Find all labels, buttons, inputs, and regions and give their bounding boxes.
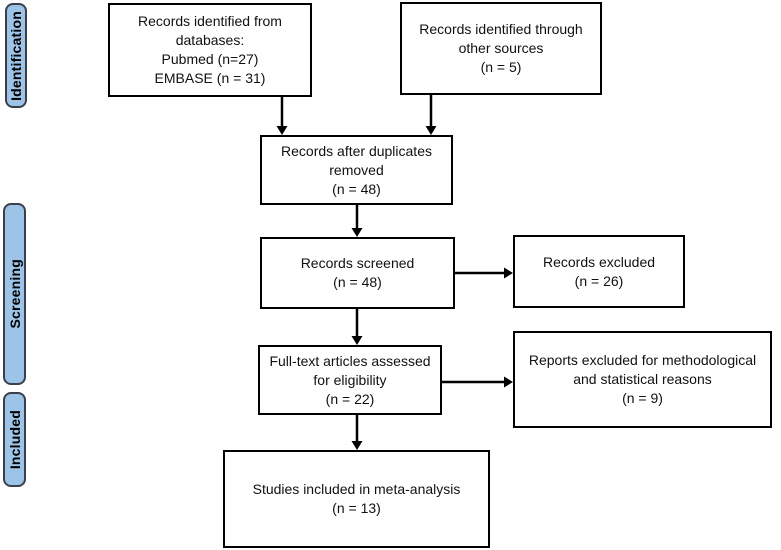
box-text: Reports excluded for methodological and …: [528, 352, 757, 406]
arrowhead-down-icon: [351, 441, 363, 450]
box-text: Records after duplicates removed (n = 48…: [281, 142, 432, 197]
arrowhead-right-icon: [504, 376, 513, 388]
stage-label-identification: Identification: [5, 3, 27, 108]
box-text: Studies included in meta-analysis (n = 1…: [252, 481, 461, 516]
box-text: Full-text articles assessed for eligibil…: [269, 352, 431, 407]
box-records-excluded: Records excluded (n = 26): [513, 235, 685, 308]
stage-label-text: Included: [6, 409, 23, 470]
box-text: Records identified from databases: Pubme…: [138, 13, 282, 86]
arrowhead-right-icon: [504, 267, 513, 279]
box-text: Records excluded (n = 26): [542, 253, 656, 289]
box-records-identified-databases: Records identified from databases: Pubme…: [108, 3, 312, 97]
stage-label-included: Included: [3, 392, 26, 487]
box-records-after-duplicates-removed: Records after duplicates removed (n = 48…: [260, 135, 453, 205]
box-studies-included-meta-analysis: Studies included in meta-analysis (n = 1…: [223, 450, 490, 548]
arrowhead-down-icon: [351, 336, 363, 345]
box-reports-excluded: Reports excluded for methodological and …: [513, 331, 772, 428]
box-text: Records identified through other sources…: [419, 21, 583, 75]
box-text: Records screened (n = 48): [300, 255, 415, 290]
arrowhead-down-icon: [425, 126, 437, 135]
arrowhead-down-icon: [276, 126, 288, 135]
box-fulltext-articles-assessed: Full-text articles assessed for eligibil…: [258, 345, 442, 415]
stage-label-text: Screening: [6, 259, 23, 329]
arrowhead-down-icon: [351, 228, 363, 237]
box-records-identified-other-sources: Records identified through other sources…: [400, 2, 602, 95]
stage-label-text: Identification: [8, 10, 24, 101]
stage-label-screening: Screening: [3, 203, 26, 385]
box-records-screened: Records screened (n = 48): [260, 237, 455, 309]
